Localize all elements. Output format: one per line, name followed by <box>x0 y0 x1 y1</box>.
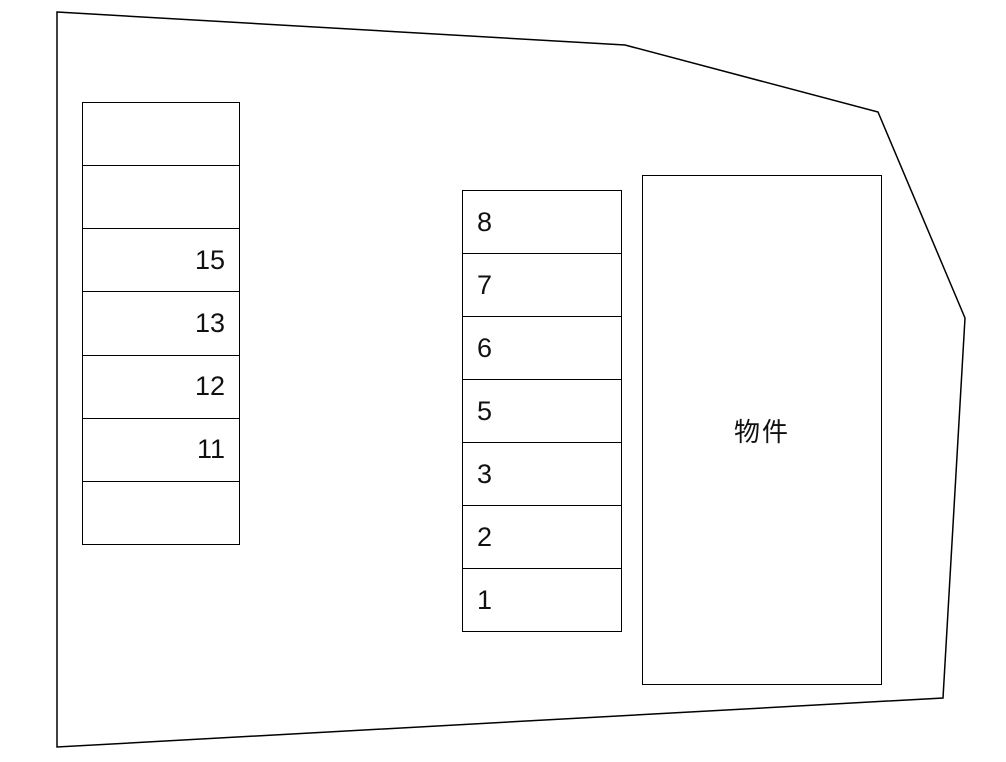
parking-space: 13 <box>83 292 239 356</box>
parking-space <box>83 482 239 544</box>
parking-space: 2 <box>463 506 621 569</box>
parking-space <box>83 166 239 230</box>
parking-space: 3 <box>463 443 621 506</box>
site-boundary-polygon <box>56 11 966 748</box>
property-label: 物件 <box>733 416 790 447</box>
parking-space: 7 <box>463 254 621 317</box>
parking-column-left: 15 13 12 11 <box>82 102 240 545</box>
parking-space: 15 <box>83 229 239 293</box>
parking-column-middle: 8 7 6 5 3 2 1 <box>462 190 622 632</box>
parking-space: 6 <box>463 317 621 380</box>
parking-space: 12 <box>83 356 239 419</box>
parking-space: 5 <box>463 380 621 443</box>
parking-space: 11 <box>83 419 239 482</box>
parking-space: 8 <box>463 191 621 254</box>
parking-space: 1 <box>477 584 493 615</box>
parking-space <box>83 103 239 167</box>
property-building: 物件 <box>642 175 882 685</box>
